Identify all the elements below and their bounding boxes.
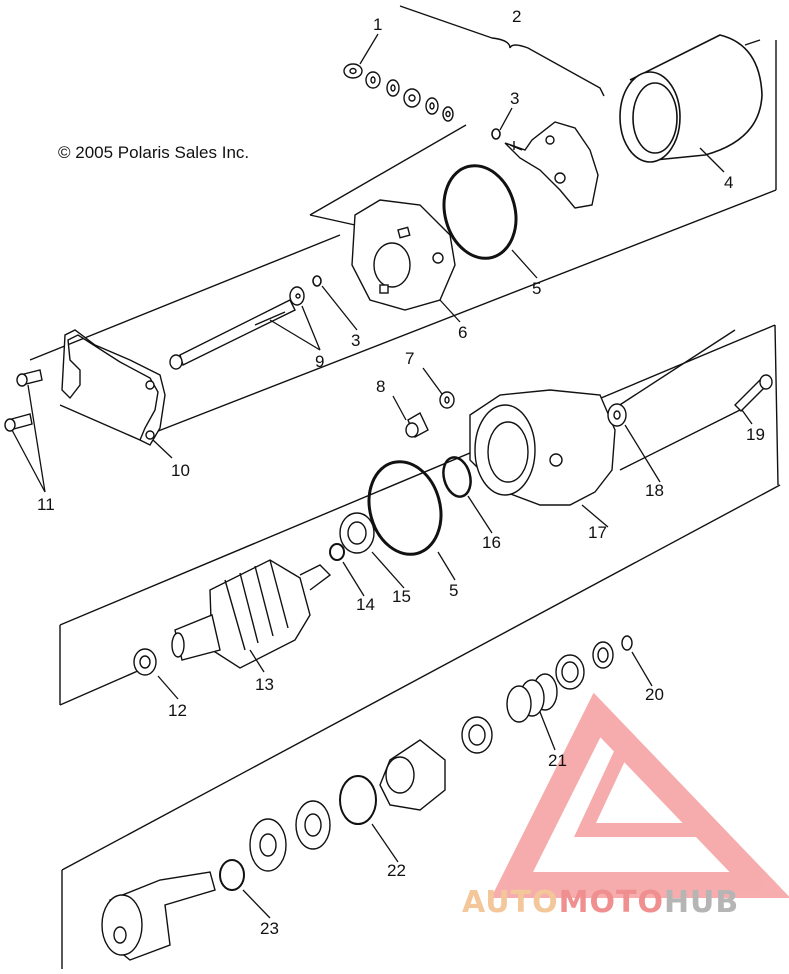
callout-3a: 3 (510, 89, 519, 108)
watermark-logo: AUTOMOTOHUB (462, 885, 739, 920)
callout-18: 18 (645, 481, 664, 500)
callout-15: 15 (392, 587, 411, 606)
frame-line (61, 484, 781, 871)
part-bolt-19 (734, 374, 773, 412)
callout-21: 21 (548, 751, 567, 770)
part-spring-21 (461, 673, 558, 754)
callout-9: 9 (315, 352, 324, 371)
part-washer-18 (607, 403, 627, 427)
frame-line (29, 234, 341, 361)
logo-part-auto: AUTO (462, 885, 559, 920)
part-drive-gear (101, 871, 216, 961)
part-oring-22 (339, 775, 377, 825)
frame-line (774, 324, 779, 486)
part-washer-set-2 (365, 71, 454, 122)
callout-8: 8 (376, 377, 385, 396)
part-washer-7 (439, 391, 455, 409)
callout-23: 23 (260, 919, 279, 938)
callout-1: 1 (373, 15, 382, 34)
callout-19: 19 (746, 425, 765, 444)
callout-11: 11 (37, 495, 55, 514)
callout-17: 17 (588, 523, 607, 542)
callout-4: 4 (724, 173, 733, 192)
part-bracket-10 (61, 329, 166, 446)
group-bracket-2 (399, 5, 605, 97)
callout-16: 16 (482, 533, 501, 552)
part-front-housing-17 (469, 389, 616, 506)
axis-line (619, 409, 741, 471)
callout-14: 14 (356, 595, 375, 614)
part-clip-23 (219, 859, 245, 891)
part-thrust-washers (249, 800, 331, 872)
part-oring-3b (312, 275, 322, 287)
logo-part-hub: HUB (663, 885, 740, 920)
part-bolt-8 (405, 412, 429, 438)
axis-line (611, 329, 736, 411)
frame-line (59, 669, 141, 706)
callout-20: 20 (645, 685, 664, 704)
part-oring-5a (442, 164, 518, 260)
frame-line (744, 39, 761, 46)
frame-line (309, 214, 356, 226)
part-through-bolts-9 (169, 286, 305, 370)
callout-22: 22 (387, 861, 406, 880)
callout-13: 13 (255, 675, 274, 694)
logo-part-moto: MOTO (558, 885, 664, 920)
part-washers-20 (555, 635, 633, 690)
copyright-notice: © 2005 Polaris Sales Inc. (58, 143, 250, 162)
part-oring-5b (367, 460, 443, 556)
part-nut-1 (343, 63, 363, 79)
part-bolts-11 (4, 369, 43, 432)
part-oring-16 (442, 456, 472, 498)
part-oring-3a (491, 128, 501, 140)
part-bushing-12 (133, 648, 157, 676)
frame-line (147, 189, 777, 436)
leader-lines (11, 33, 753, 919)
part-brush-holder (504, 121, 599, 209)
frame-line (59, 324, 776, 626)
part-end-cover-6 (351, 199, 456, 311)
part-armature-13 (171, 559, 332, 669)
part-clip-14 (329, 543, 345, 561)
logo-mark (490, 692, 789, 898)
callout-labels: 1 2 3 3 4 5 5 6 7 8 9 10 11 12 13 14 15 … (37, 7, 765, 938)
callout-12: 12 (168, 701, 187, 720)
callout-7: 7 (405, 349, 414, 368)
callout-6: 6 (458, 323, 467, 342)
frame-line (309, 124, 467, 216)
callout-2: 2 (512, 7, 521, 26)
callout-10: 10 (171, 461, 190, 480)
part-clutch-gear (379, 739, 446, 811)
callout-5b: 5 (449, 581, 458, 600)
callout-3b: 3 (351, 331, 360, 350)
part-yoke-4 (619, 34, 763, 163)
callout-5a: 5 (532, 279, 541, 298)
frame-line (59, 404, 141, 441)
part-bearing-15 (339, 512, 375, 554)
